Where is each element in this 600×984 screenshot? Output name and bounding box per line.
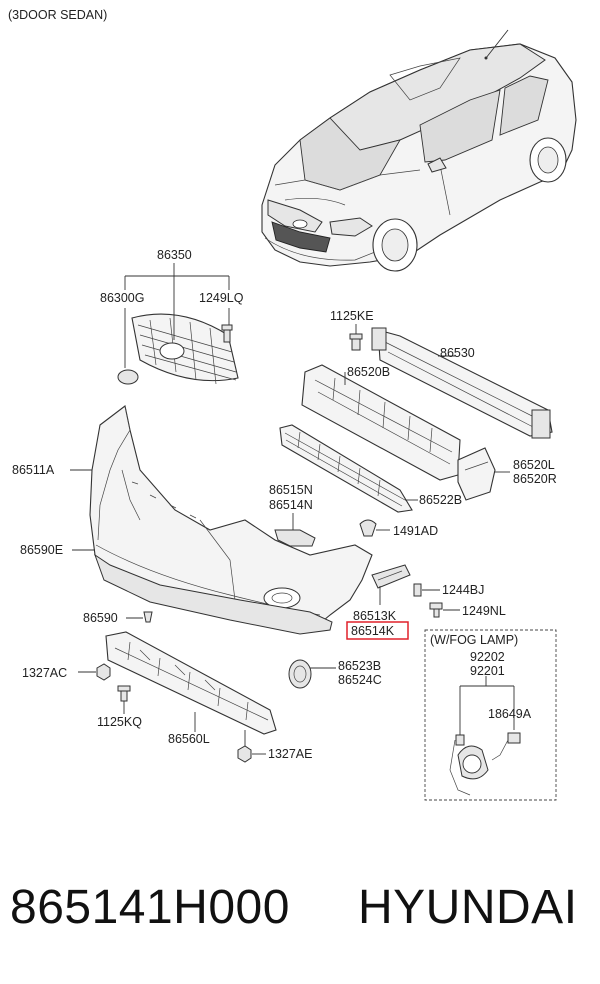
callout-92201: 92201 [470,664,505,678]
callout-86590E: 86590E [20,543,63,557]
callout-1491AD: 1491AD [393,524,438,538]
callout-86511A: 86511A [12,463,55,477]
highlight-box-86514K [346,621,409,640]
callout-1327AC: 1327AC [22,666,67,680]
callout-86515N: 86515N [269,483,313,497]
caption-bar: 865141H000 HYUNDAI [0,870,600,960]
callout-86520R: 86520R [513,472,557,486]
callout-86513K: 86513K [353,609,397,623]
callout-1249NL: 1249NL [462,604,506,618]
fog-box-title: (W/FOG LAMP) [430,633,518,647]
car-illustration [261,29,577,272]
lower-undercover-86560L [105,631,277,735]
fog-cover-86523B [288,659,336,689]
bumper-strip-86590E [72,549,333,635]
part-number: 865141H000 [10,881,290,934]
brand-name: HYUNDAI [358,881,578,934]
callout-86524C: 86524C [338,673,382,687]
callout-86514N: 86514N [269,498,313,512]
grille-bracket-lines [124,263,230,368]
callout-86520L: 86520L [513,458,555,472]
variant-label: (3DOOR SEDAN) [8,8,107,22]
side-bracket-86520L [457,447,510,501]
callout-86514K: 86514K [351,624,395,638]
callout-86300G: 86300G [100,291,144,305]
fog-lamp-box [424,629,557,801]
callout-1249LQ: 1249LQ [199,291,244,305]
callout-86530: 86530 [440,346,475,360]
callout-1244BJ: 1244BJ [442,583,484,597]
callout-86590: 86590 [83,611,118,625]
callout-86522B: 86522B [419,493,462,507]
bolt-1244BJ [413,583,440,597]
bolt-1249NL [429,602,460,618]
clip-1491AD [359,519,390,537]
callout-1125KQ: 1125KQ [97,715,142,729]
callout-86520B: 86520B [347,365,390,379]
radiator-grille-86350 [117,313,239,385]
callout-1125KE: 1125KE [330,309,374,323]
side-bracket-86514K [371,564,411,605]
clip-86590 [126,611,153,623]
lower-grille-86522B [279,424,418,513]
bumper-bracket-86515N [274,513,316,547]
bumper-reinforcement-86530 [349,324,553,439]
bolt-1125KQ [117,685,131,714]
nut-1327AE [237,730,266,763]
exploded-parts-diagram: (3DOOR SEDAN) [8,8,577,801]
callout-92202: 92202 [470,650,505,664]
nut-1327AC [78,663,111,681]
callout-86560L: 86560L [168,732,210,746]
callout-1327AE: 1327AE [268,747,312,761]
callout-86350: 86350 [157,248,192,262]
callout-86523B: 86523B [338,659,381,673]
callout-18649A: 18649A [488,707,532,721]
